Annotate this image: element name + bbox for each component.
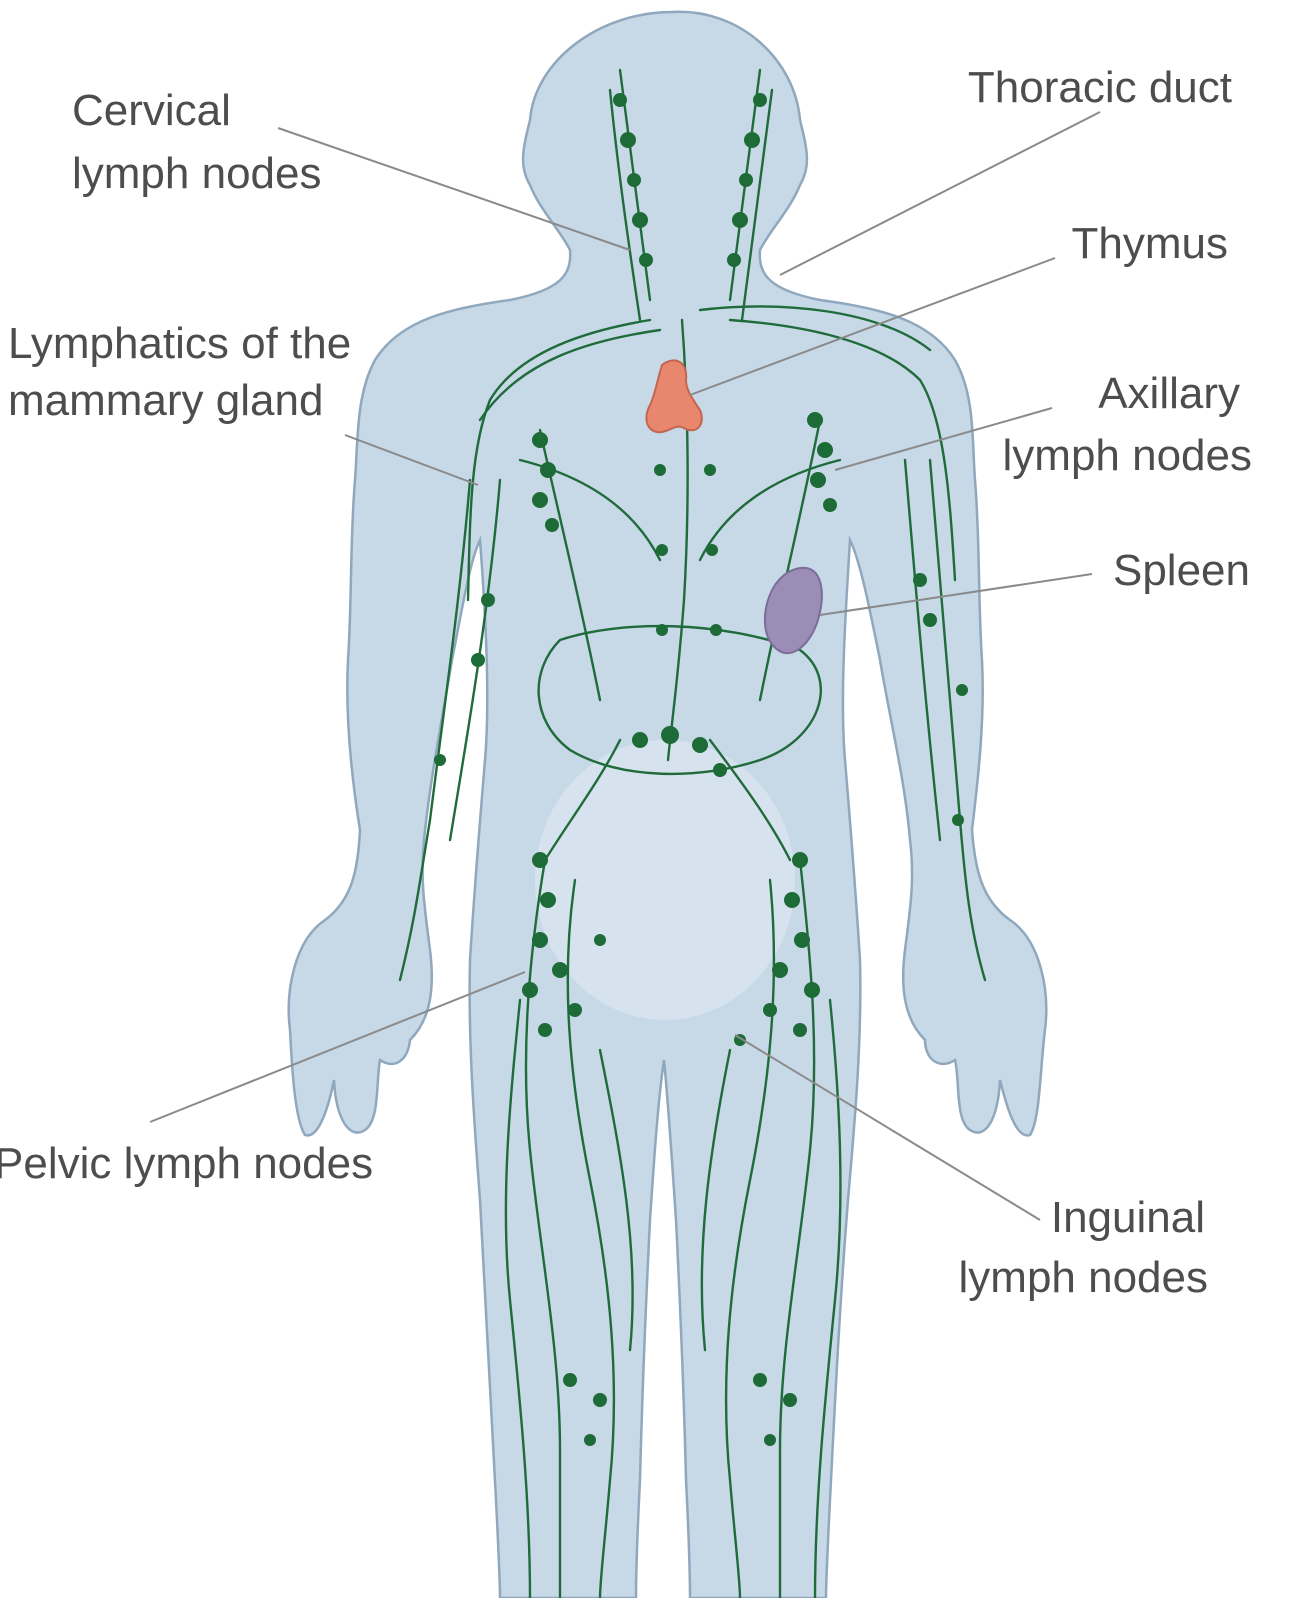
label-mammary-line2: mammary gland — [8, 376, 323, 425]
node — [538, 1023, 552, 1037]
node — [784, 892, 800, 908]
node — [540, 462, 556, 478]
node — [804, 982, 820, 998]
body-silhouette — [287, 10, 1048, 1598]
leader-axillary — [834, 407, 1053, 471]
node — [772, 962, 788, 978]
leader-mammary — [344, 434, 479, 486]
node — [794, 932, 810, 948]
abdomen-shading — [535, 740, 795, 1020]
node — [613, 93, 627, 107]
node — [817, 442, 833, 458]
node — [713, 763, 727, 777]
leader-pelvic — [149, 971, 526, 1123]
node — [763, 1003, 777, 1017]
label-pelvic: Pelvic lymph nodes — [0, 1139, 373, 1188]
node — [792, 852, 808, 868]
label-thymus: Thymus — [1072, 219, 1228, 268]
node — [568, 1003, 582, 1017]
node — [627, 173, 641, 187]
node — [540, 892, 556, 908]
node — [620, 132, 636, 148]
node — [710, 624, 722, 636]
node — [593, 1393, 607, 1407]
node — [810, 472, 826, 488]
node — [434, 754, 446, 766]
label-thoracic-duct: Thoracic duct — [968, 63, 1232, 112]
node — [692, 737, 708, 753]
label-mammary-line1: Lymphatics of the — [8, 319, 351, 368]
node — [783, 1393, 797, 1407]
node — [584, 1434, 596, 1446]
node — [923, 613, 937, 627]
node — [753, 93, 767, 107]
lymph-nodes — [434, 93, 968, 1446]
node — [632, 732, 648, 748]
node — [532, 932, 548, 948]
node — [471, 653, 485, 667]
node — [704, 464, 716, 476]
node — [532, 492, 548, 508]
node — [913, 573, 927, 587]
node — [793, 1023, 807, 1037]
leader-cervical — [277, 127, 631, 251]
leader-lines — [149, 111, 1101, 1221]
leader-inguinal — [734, 1034, 1041, 1221]
label-cervical-line1: Cervical — [72, 86, 231, 135]
node — [744, 132, 760, 148]
node — [656, 544, 668, 556]
node — [532, 852, 548, 868]
node — [764, 1434, 776, 1446]
node — [732, 212, 748, 228]
node — [481, 593, 495, 607]
node — [956, 684, 968, 696]
spleen-organ — [763, 566, 823, 655]
node — [594, 934, 606, 946]
leader-thoracic-duct — [779, 111, 1101, 276]
node — [532, 432, 548, 448]
node — [545, 518, 559, 532]
label-inguinal-line1: Inguinal — [1051, 1193, 1205, 1242]
node — [753, 1373, 767, 1387]
label-inguinal-line2: lymph nodes — [959, 1253, 1208, 1302]
node — [654, 464, 666, 476]
node — [823, 498, 837, 512]
node — [739, 173, 753, 187]
node — [661, 726, 679, 744]
node — [563, 1373, 577, 1387]
node — [522, 982, 538, 998]
node — [656, 624, 668, 636]
label-spleen: Spleen — [1113, 546, 1250, 595]
node — [706, 544, 718, 556]
node — [807, 412, 823, 428]
labels: Cervical lymph nodes Thoracic duct Thymu… — [0, 63, 1252, 1302]
thymus-organ — [645, 359, 703, 434]
leader-thymus — [689, 257, 1056, 396]
node — [727, 253, 741, 267]
node — [552, 962, 568, 978]
node — [632, 212, 648, 228]
label-axillary-line2: lymph nodes — [1003, 431, 1252, 480]
label-cervical-line2: lymph nodes — [72, 149, 321, 198]
node — [952, 814, 964, 826]
leader-spleen — [819, 573, 1093, 616]
label-axillary-line1: Axillary — [1098, 369, 1240, 418]
node — [639, 253, 653, 267]
